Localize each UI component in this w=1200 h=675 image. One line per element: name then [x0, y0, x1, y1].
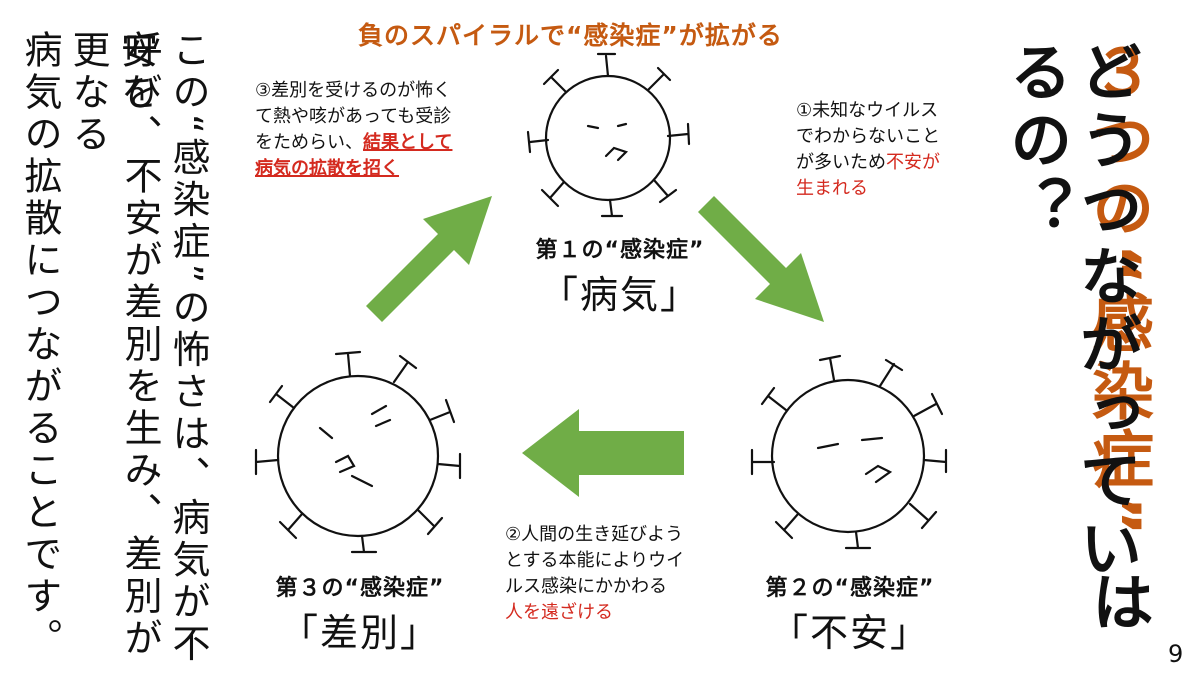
note1-line3-red: 不安が	[886, 152, 940, 173]
note1-line4-red: 生まれる	[796, 178, 868, 199]
note3-line3: をためらい、結果として	[255, 130, 515, 156]
stage-second-label: 第２の“感染症”	[765, 576, 935, 601]
intro-column-3: 病気の拡散につながることです。	[18, 30, 62, 660]
note1-line3-plain: が多いため	[796, 152, 886, 173]
stage-second: 第２の“感染症” 「不安」	[740, 570, 960, 657]
note2-line2: とする本能によりウイ	[505, 550, 685, 571]
note3-line2: て熱や咳があっても受診	[255, 106, 452, 127]
note2-line4: 人を遠ざける	[505, 600, 745, 626]
stage-first-name: 「病気」	[539, 273, 700, 317]
arrow-left-icon	[522, 409, 684, 497]
note1-line2: でわからないこと	[796, 126, 940, 147]
note3-line3-red: 結果として	[363, 132, 453, 153]
note2-line1: ②人間の生き延びよう	[505, 524, 684, 545]
note3-line3-plain: をためらい、	[255, 132, 363, 153]
stage-first-label: 第１の“感染症”	[535, 238, 705, 263]
heading-part-count: ３つの	[1081, 40, 1154, 244]
spiral-title: 負のスパイラルで“感染症”が拡がる	[358, 21, 783, 50]
note-anxiety-to-discrimination: ②人間の生き延びよう とする本能によりウイ ルス感染にかかわる 人を遠ざける	[505, 522, 745, 626]
intro-column-2: 呼び、不安が差別を生み、差別が更なる	[66, 30, 162, 660]
note1-line1: ①未知なウイルス	[796, 100, 939, 121]
intro-column-1: この“感染症”の怖さは、病気が不安を	[114, 30, 210, 666]
note-discrimination-to-illness: ③差別を受けるのが怖く て熱や咳があっても受診 をためらい、結果として 病気の拡…	[255, 78, 515, 182]
note3-line1: ③差別を受けるのが怖く	[255, 80, 452, 101]
virus-illness-icon	[526, 52, 691, 218]
stage-third-label: 第３の“感染症”	[275, 576, 445, 601]
virus-anxiety-icon	[750, 354, 948, 550]
note1-line4: 生まれる	[796, 176, 986, 202]
heading-line-1: ３つの“感染症” は	[1081, 40, 1154, 640]
stage-first: 第１の“感染症” 「病気」	[510, 232, 730, 319]
heading-line-2: どうつながっているの？	[999, 40, 1142, 584]
arrow-up-right-icon	[366, 196, 492, 322]
note3-line4: 病気の拡散を招く	[255, 156, 515, 182]
stage-third-name: 「差別」	[279, 611, 440, 655]
stage-third: 第３の“感染症” 「差別」	[250, 570, 470, 657]
note1-line3: が多いため不安が	[796, 150, 986, 176]
note2-line3: ルス感染にかかわる	[505, 576, 667, 597]
note2-line4-red: 人を遠ざける	[505, 602, 613, 623]
heading-part-wa: は	[1081, 569, 1154, 638]
stage-second-name: 「不安」	[769, 611, 930, 655]
heading-part-infection: “感染症”	[1081, 244, 1154, 542]
virus-discrimination-icon	[254, 350, 462, 554]
note3-line4-red: 病気の拡散を招く	[255, 158, 399, 179]
page-number: 9	[1168, 640, 1184, 668]
note-illness-to-anxiety: ①未知なウイルス でわからないこと が多いため不安が 生まれる	[796, 98, 986, 202]
